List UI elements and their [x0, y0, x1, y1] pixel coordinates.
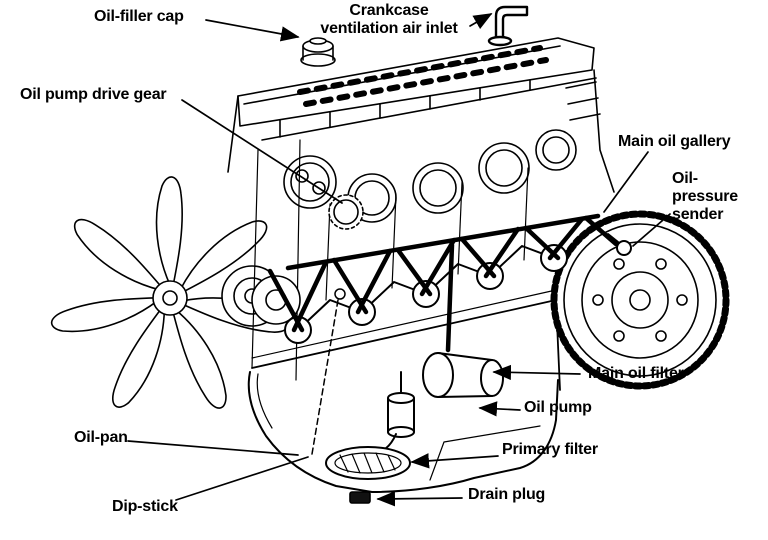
label-oil-pan: Oil-pan: [74, 429, 128, 446]
drain-plug-part: [350, 492, 370, 503]
engine-block-outline: [252, 140, 560, 390]
label-primary-filter: Primary filter: [502, 441, 598, 458]
leader-crankcase-vent: [470, 14, 493, 30]
label-dip-stick: Dip-stick: [112, 498, 178, 515]
main-oil-filter-part: [423, 353, 503, 397]
label-main-oil-gallery: Main oil gallery: [618, 133, 731, 150]
label-drain-plug: Drain plug: [468, 486, 546, 503]
label-main-oil-filter: Main oil filter: [588, 365, 684, 382]
cylinder-head-ticks: [262, 70, 614, 192]
pressure-sender-part: [608, 234, 631, 255]
oil-pan-part: [249, 372, 558, 492]
dip-stick-part: [312, 289, 345, 454]
crankshaft-journals: [285, 245, 567, 343]
cylinder-bores: [284, 130, 576, 222]
vent-pipe-part: [489, 7, 527, 45]
leader-oil-pump-drive-gear: [182, 100, 342, 203]
label-oil-filler-cap: Oil-filler cap: [94, 8, 184, 25]
label-oil-pump-drive-gear: Oil pump drive gear: [20, 86, 167, 103]
leader-lines: [128, 14, 670, 507]
oil-pump-part: [388, 372, 414, 437]
oil-filler-cap-part: [301, 38, 335, 66]
leader-oil-pan: [128, 441, 298, 455]
leader-oil-pressure-sender: [633, 214, 670, 246]
valve-cover-slots: [300, 48, 546, 104]
front-flange: [252, 276, 300, 324]
leader-oil-pump: [478, 401, 520, 417]
flywheel-ring-gear: [554, 214, 726, 386]
label-crankcase-vent: Crankcase ventilation air inlet: [320, 2, 458, 38]
leader-dip-stick: [176, 457, 308, 500]
leader-oil-filler-cap: [206, 20, 300, 42]
leader-drain-plug: [376, 491, 462, 507]
label-oil-pressure-sender: Oil- pressure sender: [672, 170, 738, 224]
leader-main-oil-gallery: [604, 152, 648, 212]
oil-gallery-lines: [270, 216, 616, 350]
primary-filter-part: [326, 447, 410, 479]
leader-primary-filter: [410, 453, 498, 469]
leader-main-oil-filter: [492, 364, 580, 381]
label-oil-pump: Oil pump: [524, 399, 592, 416]
oil-pump-drive-gear-part: [329, 195, 363, 229]
